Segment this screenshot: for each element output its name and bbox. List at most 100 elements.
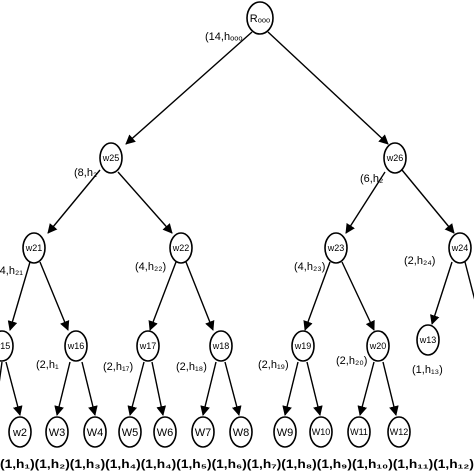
node-w17[interactable]: w17 [136,330,160,362]
leaf-count-row: (1,h₁)(1,h₂)(1,h₃)(1,h₄)(1,h₄)(1,h₅)(1,h… [0,459,474,471]
node-w24-shape [448,232,472,264]
node-w18-label: w18 [212,341,230,351]
node-w16-shape [64,330,88,362]
node-w5[interactable]: W5 [118,416,142,448]
node-w19-label: w19 [294,341,312,351]
edge-w19-w9 [282,361,299,416]
node-w25-label: w25 [102,153,120,163]
node-w6-shape [153,416,177,448]
node-w5-label: W5 [122,427,139,439]
edge-w20-w11 [357,361,375,416]
edge-w26-w23 [345,171,386,234]
node-w17-label: w17 [139,341,157,351]
node-w6[interactable]: W6 [153,416,177,448]
label-w23: (4,h₂₃) [294,261,325,273]
node-root-shape [246,1,274,35]
label-w25: (8,h₂ [74,167,97,179]
edge-w25-w21 [47,169,101,234]
node-w26[interactable]: w26 [383,142,407,174]
node-w11[interactable]: W11 [347,416,371,448]
edge-w15-w2 [5,361,23,416]
node-w9[interactable]: W9 [273,416,297,448]
label-root: (14,hₒₒₒ [205,31,243,43]
tree-nodes: Rₒₒₒ w25 w26 w21 w22 w23 w24 [0,1,472,448]
node-w5-shape [118,416,142,448]
edge-w18-w8 [224,361,242,416]
node-w20-shape [366,330,390,362]
edge-w24-offscreen [464,261,474,300]
node-w15-label: w15 [0,341,10,351]
node-w3-shape [45,416,69,448]
label-w16: (2,h₁ [36,359,59,371]
node-w16[interactable]: w16 [64,330,88,362]
edge-w17-w6 [151,361,167,416]
node-w25[interactable]: w25 [99,142,123,174]
node-w8[interactable]: W8 [229,416,253,448]
node-w4-label: W4 [87,427,104,439]
node-w2-label: w2 [12,427,27,439]
label-w19: (2,h₁₉) [258,359,289,371]
label-w20: (2,h₂₀) [336,355,367,367]
node-w23[interactable]: w23 [324,232,348,264]
edge-w22-w18 [185,261,215,331]
node-w4[interactable]: W4 [83,416,107,448]
node-w13-shape [416,324,440,356]
node-w18[interactable]: w18 [209,330,233,362]
edge-w20-w12 [382,361,399,416]
node-w10[interactable]: W10 [309,416,333,448]
node-w21[interactable]: w21 [22,232,46,264]
node-w26-label: w26 [386,153,404,163]
node-w7[interactable]: W7 [191,416,215,448]
edge-root-w26 [267,31,389,145]
node-w2-shape [8,416,32,448]
node-w13-label: w13 [419,335,437,345]
node-w11-label: W11 [350,427,368,437]
node-w12[interactable]: W12 [387,416,411,448]
label-w13: (1,h₁₃) [412,364,443,376]
label-w22: (4,h₂₂) [135,261,166,273]
node-w19[interactable]: w19 [291,330,315,362]
node-w3[interactable]: W3 [45,416,69,448]
node-w8-label: W8 [233,427,250,439]
node-w23-shape [324,232,348,264]
node-w23-label: w23 [327,243,345,253]
node-w22[interactable]: w22 [169,232,193,264]
edge-w23-w19 [303,261,331,331]
edge-w24-w13 [430,261,453,325]
edge-w17-w5 [127,361,145,416]
edge-w21-w15 [7,261,31,331]
node-w10-shape [309,416,333,448]
node-w26-shape [383,142,407,174]
node-w13[interactable]: w13 [416,324,440,356]
node-w2[interactable]: w2 [8,416,32,448]
edge-w21-w16 [39,261,70,331]
edge-w15-w1 [0,361,3,382]
node-w3-label: W3 [49,427,66,439]
node-w21-label: w21 [25,243,43,253]
node-w6-label: W6 [157,427,174,439]
node-root[interactable]: Rₒₒₒ [246,1,274,35]
edge-w22-w17 [148,261,177,331]
node-w22-shape [169,232,193,264]
node-w21-shape [22,232,46,264]
edge-w25-w22 [117,171,173,234]
node-w10-label: W10 [312,427,331,437]
node-w15[interactable]: w15 [0,330,14,362]
tree-edges [0,31,474,416]
node-w17-shape [136,330,160,362]
node-w4-shape [83,416,107,448]
node-w9-label: W9 [277,427,294,439]
node-w25-shape [99,142,123,174]
label-w17: (2,h₁₇) [103,361,133,373]
node-w20[interactable]: w20 [366,330,390,362]
label-w21: (4,h₂₁ [0,265,23,277]
edge-w16-w3 [54,361,71,416]
edge-w18-w7 [200,361,217,416]
node-w8-shape [229,416,253,448]
node-count-labels: (14,hₒₒₒ (8,h₂ (6,h₂ (4,h₂₁ (4,h₂₂) (4,h… [0,31,443,376]
edge-w26-w24 [401,169,455,234]
node-w7-label: W7 [195,427,212,439]
node-w24[interactable]: w24 [448,232,472,264]
node-w22-label: w22 [172,243,190,253]
